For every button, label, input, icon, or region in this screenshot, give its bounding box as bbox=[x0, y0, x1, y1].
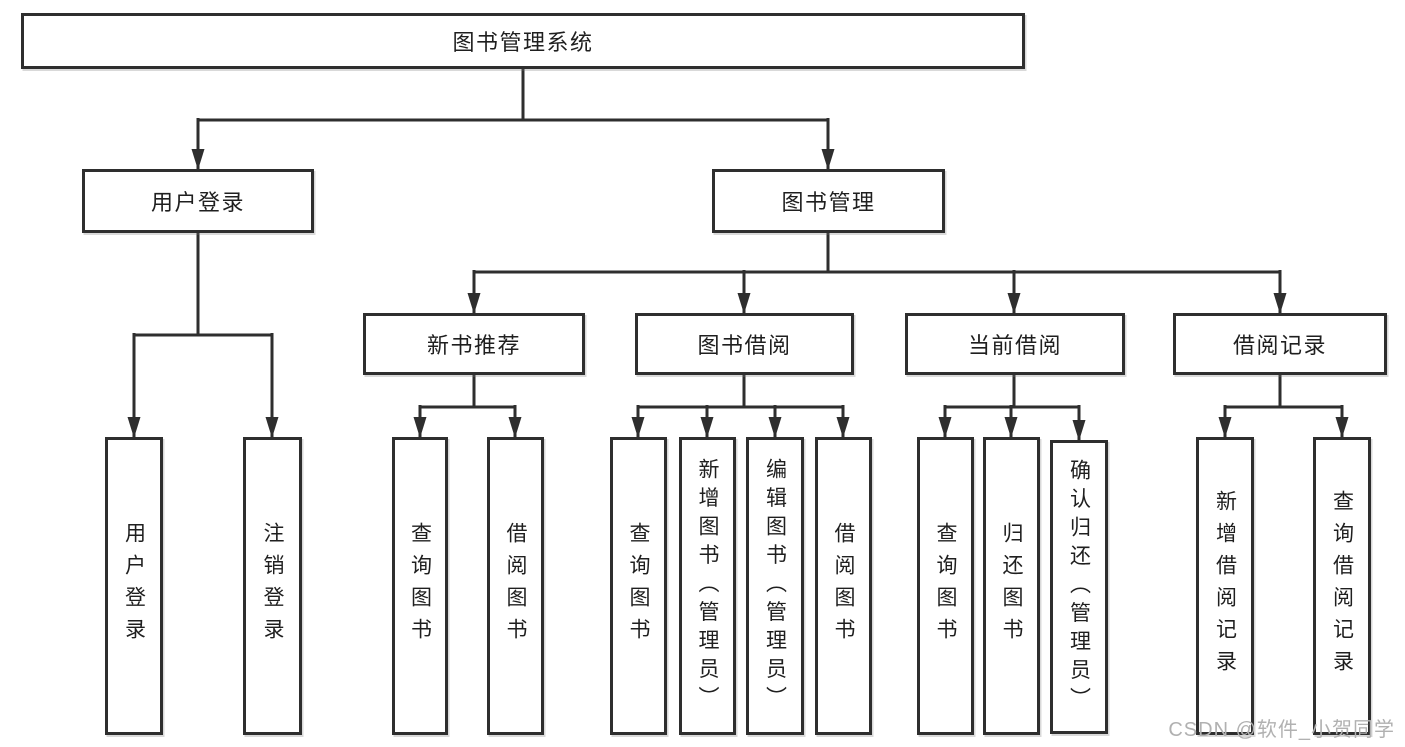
node-leaf-query-books-a-label: 查询图书 bbox=[408, 522, 432, 650]
node-book-borrow-label: 图书借阅 bbox=[697, 333, 792, 358]
node-leaf-edit-books: 编辑图书（管理员） bbox=[746, 437, 804, 735]
connector-current-borrow-trunk bbox=[943, 375, 1081, 409]
node-user-login-label: 用户登录 bbox=[150, 190, 245, 215]
node-leaf-add-books-label: 新增图书（管理员） bbox=[696, 457, 719, 715]
node-leaf-query-books-c: 查询图书 bbox=[917, 437, 974, 735]
node-book-borrow: 图书借阅 bbox=[635, 313, 854, 375]
node-leaf-query-books-b: 查询图书 bbox=[610, 437, 667, 735]
node-leaf-add-books: 新增图书（管理员） bbox=[679, 437, 736, 735]
node-leaf-user-login: 用户登录 bbox=[105, 437, 163, 735]
node-leaf-borrow-books-a: 借阅图书 bbox=[487, 437, 544, 735]
node-new-book-rec: 新书推荐 bbox=[363, 313, 585, 375]
node-user-login: 用户登录 bbox=[82, 169, 314, 233]
node-leaf-borrow-books-a-label: 借阅图书 bbox=[504, 522, 527, 650]
connector-new-book-rec-trunk bbox=[418, 375, 517, 409]
node-leaf-borrow-books-b-label: 借阅图书 bbox=[832, 522, 855, 650]
node-borrow-record: 借阅记录 bbox=[1173, 313, 1387, 375]
connector-root-trunk bbox=[196, 69, 830, 122]
connector-borrow-record-trunk bbox=[1223, 375, 1344, 409]
node-root-label: 图书管理系统 bbox=[452, 30, 594, 55]
node-leaf-borrow-books-b: 借阅图书 bbox=[815, 437, 872, 735]
connector-user-login-trunk bbox=[132, 233, 274, 337]
connector-book-borrow-trunk bbox=[636, 375, 845, 409]
node-leaf-query-books-a: 查询图书 bbox=[392, 437, 448, 735]
node-leaf-logout-label: 注销登录 bbox=[261, 522, 284, 650]
node-new-book-rec-label: 新书推荐 bbox=[426, 333, 521, 358]
node-leaf-confirm-return: 确认归还（管理员） bbox=[1050, 440, 1108, 734]
node-leaf-query-books-c-label: 查询图书 bbox=[934, 522, 957, 650]
node-leaf-add-borrow-record: 新增借阅记录 bbox=[1196, 437, 1254, 735]
node-leaf-add-borrow-record-label: 新增借阅记录 bbox=[1213, 490, 1237, 682]
node-current-borrow: 当前借阅 bbox=[905, 313, 1125, 375]
node-leaf-edit-books-label: 编辑图书（管理员） bbox=[763, 457, 787, 715]
csdn-watermark: CSDN @软件_小贺同学 bbox=[1168, 719, 1395, 741]
node-root: 图书管理系统 bbox=[21, 13, 1025, 69]
node-book-mgmt-label: 图书管理 bbox=[781, 190, 876, 215]
node-leaf-query-borrow-record-label: 查询借阅记录 bbox=[1330, 490, 1354, 682]
connector-book-mgmt-trunk bbox=[472, 233, 1282, 274]
node-leaf-confirm-return-label: 确认归还（管理员） bbox=[1067, 458, 1091, 716]
node-book-mgmt: 图书管理 bbox=[712, 169, 945, 233]
node-current-borrow-label: 当前借阅 bbox=[967, 333, 1062, 358]
node-borrow-record-label: 借阅记录 bbox=[1232, 333, 1327, 358]
node-leaf-query-borrow-record: 查询借阅记录 bbox=[1313, 437, 1371, 735]
node-leaf-return-books: 归还图书 bbox=[983, 437, 1040, 735]
node-leaf-query-books-b-label: 查询图书 bbox=[627, 522, 650, 650]
node-leaf-user-login-label: 用户登录 bbox=[122, 522, 146, 650]
node-leaf-return-books-label: 归还图书 bbox=[1000, 522, 1023, 650]
node-leaf-logout: 注销登录 bbox=[243, 437, 302, 735]
